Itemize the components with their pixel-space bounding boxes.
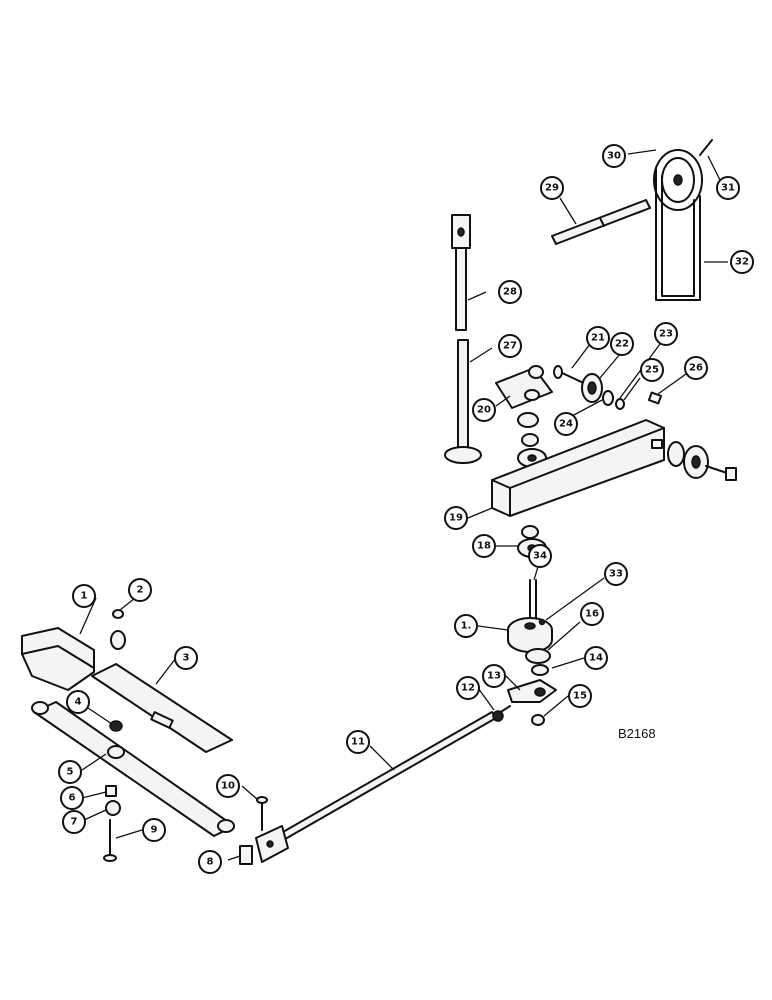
belt-32: [655, 167, 701, 301]
callout-20: 20: [472, 398, 496, 422]
callout-6: 6: [60, 786, 84, 810]
callout-label: 3: [183, 653, 190, 664]
callout-label: 18: [477, 541, 491, 552]
callout-5: 5: [58, 760, 82, 784]
callout-label: 33: [609, 569, 623, 580]
callout-label: 29: [545, 183, 559, 194]
callout-label: 19: [449, 513, 463, 524]
callout-9: 9: [142, 818, 166, 842]
callout-26: 26: [684, 356, 708, 380]
callout-label: 1: [81, 591, 88, 602]
pulley-30: [653, 149, 703, 211]
parts-drawing: [21, 139, 737, 865]
callout-label: 21: [591, 333, 605, 344]
callout-label: 15: [573, 691, 587, 702]
callout-25: 25: [640, 358, 664, 382]
callout-12: 12: [456, 676, 480, 700]
callout-13: 13: [482, 664, 506, 688]
callout-29: 29: [540, 176, 564, 200]
callout-label: 26: [689, 363, 703, 374]
callout-31: 31: [716, 176, 740, 200]
callout-label: 12: [461, 683, 475, 694]
callout-16: 16: [580, 602, 604, 626]
callout-3: 3: [174, 646, 198, 670]
callout-label: 34: [533, 551, 547, 562]
rod-11: [275, 711, 497, 843]
leader-lines: [79, 149, 728, 861]
callout-label: 11: [351, 737, 365, 748]
callout-2: 2: [128, 578, 152, 602]
callout-label: 2: [137, 585, 144, 596]
callout-1: 1: [72, 584, 96, 608]
callout-label: 1.: [461, 621, 472, 632]
callout-label: 30: [607, 151, 621, 162]
callout-label: 9: [151, 825, 158, 836]
callout-label: 28: [503, 287, 517, 298]
callout-24: 24: [554, 412, 578, 436]
callout-18: 18: [472, 534, 496, 558]
callout-label: 27: [503, 341, 517, 352]
callout-34: 34: [528, 544, 552, 568]
callout-label: 8: [207, 857, 214, 868]
callout-label: 4: [75, 697, 82, 708]
callout-label: 31: [721, 183, 735, 194]
callout-label: 22: [615, 339, 629, 350]
callout-30: 30: [602, 144, 626, 168]
callouts: 1 2 3 4 5 6 7 8 9 10 11 12 13 14 15 16 1…: [58, 144, 754, 874]
callout-label: 7: [71, 817, 78, 828]
callout-14: 14: [584, 646, 608, 670]
callout-1-dot: 1.: [454, 614, 478, 638]
callout-label: 25: [645, 365, 659, 376]
callout-22: 22: [610, 332, 634, 356]
callout-10: 10: [216, 774, 240, 798]
callout-7: 7: [62, 810, 86, 834]
callout-23: 23: [654, 322, 678, 346]
callout-33: 33: [604, 562, 628, 586]
callout-label: 24: [559, 419, 573, 430]
callout-11: 11: [346, 730, 370, 754]
rod-27: [457, 339, 469, 451]
callout-15: 15: [568, 684, 592, 708]
callout-19: 19: [444, 506, 468, 530]
callout-label: 13: [487, 671, 501, 682]
callout-label: 23: [659, 329, 673, 340]
shield-1: [21, 627, 95, 691]
callout-label: 10: [221, 781, 235, 792]
callout-21: 21: [586, 326, 610, 350]
callout-27: 27: [498, 334, 522, 358]
callout-4: 4: [66, 690, 90, 714]
washer-16: [525, 648, 551, 664]
callout-label: 32: [735, 257, 749, 268]
callout-28: 28: [498, 280, 522, 304]
callout-label: 16: [585, 609, 599, 620]
callout-8: 8: [198, 850, 222, 874]
housing-19: [491, 419, 665, 517]
figure-code: B2168: [618, 726, 656, 741]
callout-32: 32: [730, 250, 754, 274]
callout-label: 20: [477, 405, 491, 416]
callout-label: 14: [589, 653, 603, 664]
callout-label: 5: [67, 767, 74, 778]
callout-label: 6: [69, 793, 76, 804]
crank-13: [507, 679, 557, 703]
